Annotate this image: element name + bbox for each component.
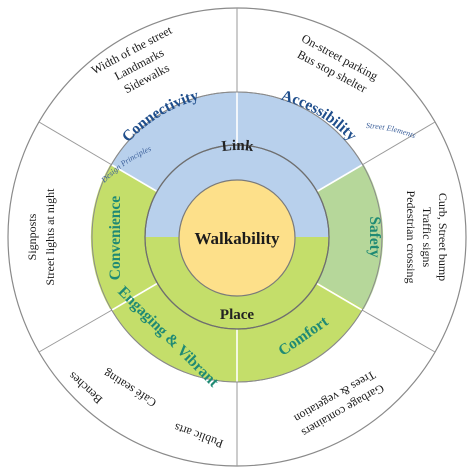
element-curb-street-bump: Curb, Street bump <box>436 193 450 281</box>
element-traffic-signs: Traffic signs <box>420 207 434 268</box>
element-signposts: Signposts <box>25 213 39 260</box>
street-elements-right: Curb, Street bump Traffic signs Pedestri… <box>404 191 450 284</box>
center-circle <box>178 179 296 297</box>
outer-dividers <box>38 8 436 466</box>
link-label: Link <box>221 138 255 155</box>
place-label: Place <box>220 307 254 323</box>
element-pedestrian-crossing: Pedestrian crossing <box>404 191 418 284</box>
principle-dividers <box>111 92 363 382</box>
principle-safety: Safety <box>366 216 383 258</box>
street-elements-left: Signposts Street lights at night <box>25 188 57 286</box>
element-street-lights: Street lights at night <box>43 188 57 286</box>
principle-convenience: Convenience <box>107 196 124 281</box>
center-label: Walkability <box>194 229 280 248</box>
